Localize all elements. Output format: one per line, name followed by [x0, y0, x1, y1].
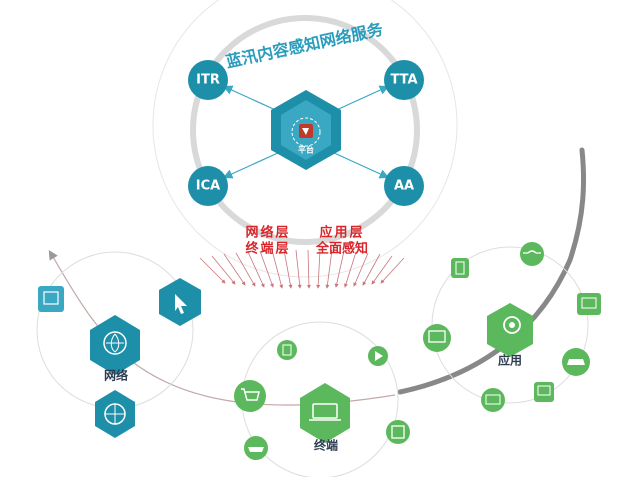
terminal-window-glyph	[43, 291, 59, 305]
tablet-glyph	[282, 344, 292, 356]
cursor-click-icon	[175, 294, 187, 314]
monitor-app-glyph	[581, 297, 597, 309]
network-hub-label: 网络	[103, 368, 129, 383]
aa-node[interactable]	[384, 166, 424, 206]
square-icon[interactable]	[386, 420, 410, 444]
itr-label: ITR	[196, 72, 220, 88]
dark-sweep-arc	[397, 147, 587, 395]
aa-label: AA	[393, 178, 415, 194]
layer-left-line1: 网络层	[245, 225, 291, 241]
application-hub-label: 应用	[497, 353, 523, 368]
gear-icon	[503, 316, 521, 334]
platform-connectors	[222, 85, 390, 179]
network-globe-lines	[106, 333, 124, 353]
layer-left-line2: 终端层	[245, 241, 291, 257]
platform-outer-ring	[152, 0, 458, 278]
gear-center	[509, 322, 515, 328]
center-platform-label: 平台	[298, 145, 314, 155]
application-hub-hex[interactable]	[487, 303, 533, 357]
itr-node[interactable]	[188, 60, 228, 100]
network-globe-icon	[103, 331, 127, 355]
laptop-app-glyph	[485, 394, 501, 405]
cart-icon[interactable]	[234, 380, 266, 412]
monitor-app-icon[interactable]	[577, 293, 601, 315]
platform-inner-ring	[190, 15, 420, 245]
terminal-hub-label: 终端	[313, 438, 339, 453]
layer-right-line2: 全面感知	[315, 241, 369, 257]
ica-node[interactable]	[188, 166, 228, 206]
glasses-glyph	[523, 250, 541, 254]
ica-label: ICA	[195, 178, 221, 194]
tv-app-icon[interactable]	[534, 382, 554, 402]
desktop-glyph	[428, 330, 446, 343]
terminal-hub-hex[interactable]	[300, 383, 350, 443]
terminal-window-icon[interactable]	[38, 286, 64, 312]
tv-app-glyph	[537, 385, 551, 396]
funnel-arrows	[199, 249, 405, 289]
gamepad-glyph	[248, 447, 264, 452]
cart-glyph	[241, 388, 260, 401]
play-glyph	[375, 351, 383, 361]
layer-right-line1: 应用层	[319, 225, 365, 241]
square-glyph	[391, 425, 405, 439]
tta-node[interactable]	[384, 60, 424, 100]
phone-icon[interactable]	[451, 258, 469, 278]
center-swirl-icon	[291, 117, 321, 147]
car-glyph	[567, 359, 585, 365]
laptop-icon	[312, 403, 338, 419]
desktop-icon[interactable]	[423, 324, 451, 352]
tablet-icon[interactable]	[277, 340, 297, 360]
glasses-icon[interactable]	[520, 242, 544, 266]
network-hub-hex[interactable]	[90, 315, 140, 375]
phone-glyph	[455, 261, 465, 275]
center-logo-mark	[302, 128, 309, 135]
globe-grid-icon	[105, 404, 125, 424]
laptop-app-icon[interactable]	[481, 388, 505, 412]
tta-label: TTA	[390, 72, 418, 88]
